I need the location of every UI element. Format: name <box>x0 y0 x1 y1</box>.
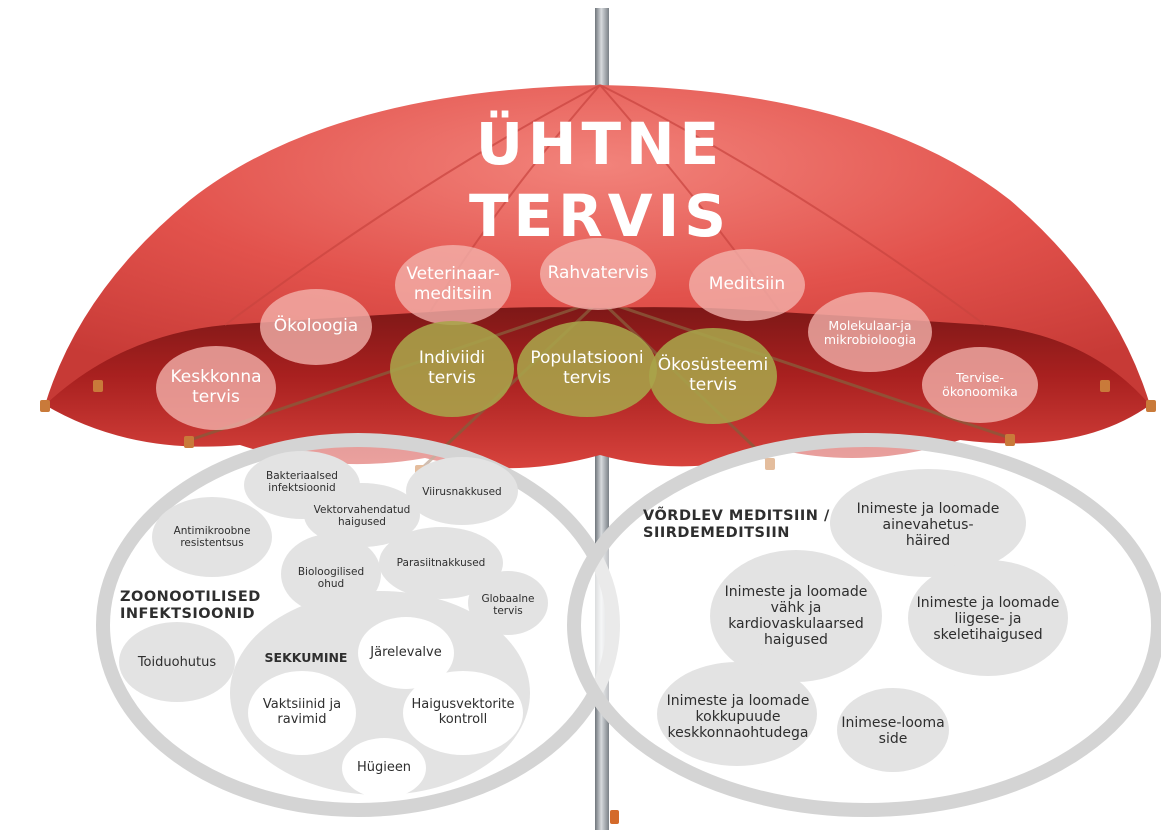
intervention-vaktsiinid-ravimid: Vaktsiinid ja ravimid <box>262 697 342 727</box>
topic-keskkonnaohud: Inimeste ja loomade kokkupuude keskkonna… <box>666 692 810 742</box>
topic-parasiitnakkused: Parasiitnakkused <box>396 556 486 569</box>
intervention-heading: SEKKUMINE <box>264 649 348 665</box>
intervention-haigusvektorite-kontroll: Haigusvektorite kontroll <box>411 697 515 727</box>
comparative-heading: VÕRDLEV MEDITSIIN / SIIRDEMEDITSIIN <box>643 508 830 541</box>
intervention-hugieen: Hügieen <box>356 759 412 775</box>
label-tervise-okonoomika: Tervise- ökonoomika <box>942 369 1018 399</box>
intervention-bubbles <box>248 617 523 798</box>
bubble-keskkonna <box>156 346 276 430</box>
topic-viirusnakkused: Viirusnakkused <box>422 485 502 498</box>
bubble-okoloogia <box>260 289 372 365</box>
bubble-indiviid <box>390 321 514 417</box>
health-level-bubbles <box>390 321 777 424</box>
comparative-bubbles <box>657 469 1068 772</box>
topic-vahk-kardiovaskulaarsed: Inimeste ja loomade vähk ja kardiovaskul… <box>724 583 868 649</box>
label-rahvatervis: Rahvatervis <box>547 263 649 284</box>
zoonotic-bubbles <box>119 451 548 702</box>
bubble-molekulaar <box>808 292 932 372</box>
handle-tip <box>610 810 619 824</box>
bubble-rahvatervis <box>540 238 656 310</box>
bubble-veterinaar <box>395 245 511 325</box>
topic-ainevahetushaired: Inimeste ja loomade ainevahetus- häired <box>856 500 1000 550</box>
topic-inimese-looma-side: Inimese-looma side <box>841 714 945 747</box>
bubble-tervisemajandus <box>922 347 1038 423</box>
zoonotic-heading: ZOONOOTILISED INFEKTSIOONID <box>120 589 261 622</box>
topic-toiduohutus: Toiduohutus <box>137 654 217 670</box>
label-keskkonna-tervis: Keskkonna tervis <box>170 367 262 407</box>
label-meditsiin: Meditsiin <box>708 274 786 295</box>
label-indiviidi-tervis: Indiviidi tervis <box>418 348 486 388</box>
bubble-okosusteem <box>649 328 777 424</box>
topic-bakteriaalsed-infektsioonid: Bakteriaalsed infektsioonid <box>266 469 338 494</box>
topic-bioloogilised-ohud: Bioloogilised ohud <box>297 565 365 590</box>
topic-liigese-skeletihaigused: Inimeste ja loomade liigese- ja skeletih… <box>916 594 1060 644</box>
label-veterinaarmeditsiin: Veterinaar- meditsiin <box>406 264 500 304</box>
canopy-bubbles <box>156 238 1038 430</box>
label-okosusteemi-tervis: Ökosüsteemi tervis <box>657 355 769 395</box>
diagram-title: ÜHTNE TERVIS <box>468 109 732 251</box>
bubble-meditsiin <box>689 249 805 321</box>
label-okoloogia: Ökoloogia <box>273 316 359 337</box>
label-populatsiooni-tervis: Populatsiooni tervis <box>530 348 644 388</box>
topic-antimikroobne-resistentsus: Antimikroobne resistentsus <box>173 524 251 549</box>
topic-globaalne-tervis: Globaalne tervis <box>481 592 535 617</box>
intervention-jarelevalve: Järelevalve <box>370 644 442 660</box>
label-molekulaar-mikrobioloogia: Molekulaar-ja mikrobioloogia <box>823 317 917 347</box>
topic-vektorvahendatud-haigused: Vektorvahendatud haigused <box>313 503 411 528</box>
bubble-populatsioon <box>517 321 657 417</box>
